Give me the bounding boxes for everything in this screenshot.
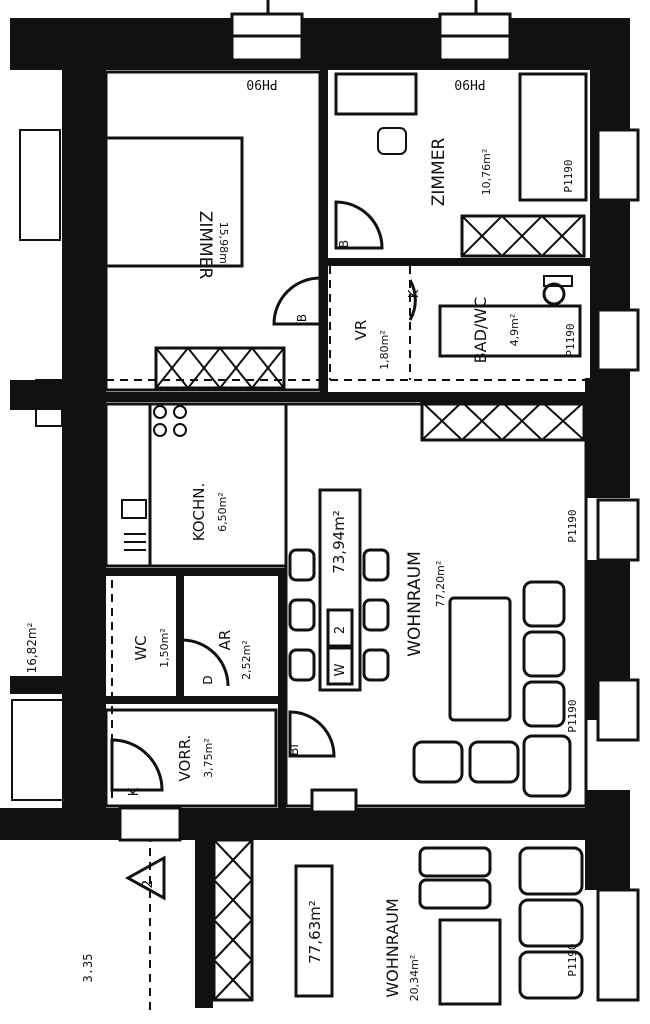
room-area-zimmer1: 15,98m² xyxy=(217,222,230,269)
label-zimmer2: ZIMMER xyxy=(429,138,449,207)
room-area-ar: 2,52m² xyxy=(240,640,253,680)
room-area-neighbor: 20,34m² xyxy=(408,955,421,1002)
label-ar: AR xyxy=(216,630,234,651)
label-bad-area: 4,9m² xyxy=(508,314,521,347)
door-mark-k-1: K xyxy=(407,289,422,298)
door-swings xyxy=(110,200,417,792)
apartment-marker: 2 xyxy=(124,855,166,901)
window-b-2: P1190 xyxy=(564,323,577,356)
room-area-wohnraum: 77,20m² xyxy=(434,561,447,608)
label-wc-area: 1,50m² xyxy=(158,628,171,668)
room-name-vr: VR xyxy=(352,320,370,341)
label-ar-area: 2,52m² xyxy=(240,640,253,680)
dining-set xyxy=(288,488,390,692)
room-name-bad: BAD/WC xyxy=(471,297,490,364)
label-wc: WC xyxy=(132,635,150,660)
room-name-kochn: KOCHN. xyxy=(190,483,208,542)
window-p1190-3: P1190 xyxy=(566,509,579,542)
window-p1190-2: P1190 xyxy=(564,323,577,356)
door-bi-wohnraum: BI xyxy=(287,744,301,756)
door-mark-b-2: B xyxy=(295,314,309,322)
window-b-1: P1190 xyxy=(562,159,575,192)
bathroom-fixtures xyxy=(438,275,582,358)
label-vr-area: 1,80m² xyxy=(378,330,391,370)
wardrobe-zimmer1 xyxy=(154,346,286,390)
label-vorr-area: 3,75m² xyxy=(202,738,215,778)
window-b-4: P1190 xyxy=(566,699,579,732)
room-area-kochn: 6,50m² xyxy=(216,492,229,532)
neighbor-total: 77,63m² xyxy=(306,900,324,964)
window-b-5: P1190 xyxy=(566,943,579,976)
window-p1190-5: P1190 xyxy=(566,943,579,976)
apartment-number: 2 xyxy=(140,880,156,889)
left-area: 16,82m² xyxy=(25,622,39,673)
room-area-bad: 4,9m² xyxy=(508,314,521,347)
num-2-mark: 2 xyxy=(333,626,348,634)
door-d-ar: D xyxy=(201,675,215,684)
windows-right xyxy=(596,128,640,1002)
windows-top xyxy=(230,0,512,62)
mark-2: 2 xyxy=(333,626,348,634)
door-k-bad: K xyxy=(407,289,422,298)
room-name-wohnraum: WOHNRAUM xyxy=(405,551,425,657)
label-kochn: KOCHN. xyxy=(190,483,208,542)
window-ph90-2: PH90 xyxy=(454,76,485,91)
washer-mark: W xyxy=(333,663,348,676)
label-vorr: VORR. xyxy=(176,735,194,782)
label-vr: VR xyxy=(352,320,370,341)
label-neighbor-area: 20,34m² xyxy=(408,955,421,1002)
door-mark-b-1: B xyxy=(337,240,351,248)
window-p1190-1: P1190 xyxy=(562,159,575,192)
unit-total-label: 73,94m² xyxy=(330,510,348,574)
label-zimmer1-area: 15,98m² xyxy=(217,222,230,269)
room-name-vorr: VORR. xyxy=(176,735,194,782)
door-b-zimmer2: B xyxy=(337,240,351,248)
left-side-fixtures xyxy=(11,129,358,842)
left-area-label: 16,82m² xyxy=(25,622,39,673)
label-wohnraum-area: 77,20m² xyxy=(434,561,447,608)
room-name-neighbor: WOHNRAUM xyxy=(383,898,402,997)
wardrobe-wohnraum xyxy=(420,400,586,442)
wardrobe-neighbor xyxy=(212,838,254,1002)
room-name-wc: WC xyxy=(132,635,150,660)
room-area-vorr: 3,75m² xyxy=(202,738,215,778)
room-area-zimmer2: 10,76m² xyxy=(480,149,493,196)
label-zimmer1: ZIMMER xyxy=(195,211,215,280)
room-area-wc: 1,50m² xyxy=(158,628,171,668)
neighbor-furniture xyxy=(294,846,584,1006)
room-name-zimmer1: ZIMMER xyxy=(195,211,215,280)
label-kochn-area: 6,50m² xyxy=(216,492,229,532)
label-wohnraum: WOHNRAUM xyxy=(405,551,425,657)
door-mark-k-2: K xyxy=(127,787,142,796)
window-ph90-1: PH90 xyxy=(246,76,277,91)
door-b-zimmer1: B xyxy=(295,314,309,322)
label-bad: BAD/WC xyxy=(471,297,490,364)
room-area-vr: 1,80m² xyxy=(378,330,391,370)
room-name-zimmer2: ZIMMER xyxy=(429,138,449,207)
window-p1190-4: P1190 xyxy=(566,699,579,732)
room-name-ar: AR xyxy=(216,630,234,651)
label-neighbor-wohnraum: WOHNRAUM xyxy=(383,898,402,997)
sofa-set xyxy=(412,580,572,798)
door-k-entrance: K xyxy=(127,787,142,796)
window-mark-2: PH90 xyxy=(454,76,485,91)
neighbor-total-label: 77,63m² xyxy=(306,900,324,964)
door-mark-bi: BI xyxy=(287,744,301,756)
unit-total: 73,94m² xyxy=(330,510,348,574)
wardrobe-zimmer2 xyxy=(460,214,586,258)
door-mark-d: D xyxy=(201,675,215,684)
window-mark-1: PH90 xyxy=(246,76,277,91)
kitchen-counter xyxy=(104,402,187,568)
label-zimmer2-area: 10,76m² xyxy=(480,149,493,196)
dimension-mark: 3.35 xyxy=(81,954,95,983)
washer-w: W xyxy=(333,663,348,676)
dimension-value: 3.35 xyxy=(81,954,95,983)
window-b-3: P1190 xyxy=(566,509,579,542)
